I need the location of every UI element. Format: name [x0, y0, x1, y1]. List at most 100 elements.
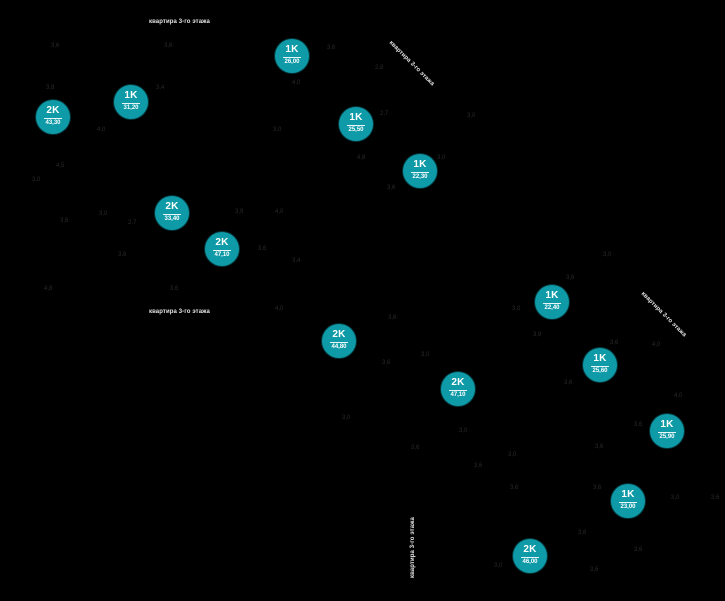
apartment-area: 46,00	[522, 559, 538, 565]
apartment-badge[interactable]: 1K 25,90	[650, 414, 684, 448]
badge-divider	[347, 125, 365, 126]
badge-divider	[411, 172, 429, 173]
section-label: квартира 3-го этажа	[410, 517, 416, 578]
dimension-label: 3,0	[512, 306, 521, 312]
dimension-label: 3,6	[593, 485, 602, 491]
dimension-label: 4,0	[97, 127, 106, 133]
apartment-badge[interactable]: 2K 47,10	[441, 372, 475, 406]
apartment-rooms: 1K	[621, 489, 635, 500]
badge-divider	[658, 432, 676, 433]
apartment-area: 47,10	[450, 392, 466, 398]
dimension-label: 4,0	[275, 306, 284, 312]
section-label: квартира 3-го этажа	[149, 19, 210, 25]
dimension-label: 2,7	[128, 220, 137, 226]
badge-divider	[591, 366, 609, 367]
dimension-label: 4,0	[275, 209, 284, 215]
dimension-label: 3,8	[46, 85, 55, 91]
apartment-area: 25,60	[592, 368, 608, 374]
apartment-rooms: 2K	[46, 105, 60, 116]
dimension-label: 3,6	[634, 547, 643, 553]
dimension-label: 3,0	[342, 415, 351, 421]
dimension-label: 3,6	[170, 286, 179, 292]
apartment-rooms: 1K	[413, 159, 427, 170]
apartment-area: 25,90	[659, 434, 675, 440]
dimension-label: 3,0	[421, 352, 430, 358]
apartment-badge[interactable]: 2K 43,30	[36, 100, 70, 134]
apartment-area: 25,50	[348, 127, 364, 133]
apartment-rooms: 1K	[545, 290, 559, 301]
dimension-label: 3,0	[603, 252, 612, 258]
dimension-label: 3,0	[459, 428, 468, 434]
dimension-label: 4,0	[652, 342, 661, 348]
apartment-area: 23,00	[620, 504, 636, 510]
dimension-label: 3,0	[508, 452, 517, 458]
apartment-area: 22,40	[544, 305, 560, 311]
dimension-label: 3,9	[533, 332, 542, 338]
dimension-label: 2,8	[375, 65, 384, 71]
apartment-badge[interactable]: 2K 33,40	[155, 196, 189, 230]
badge-divider	[521, 557, 539, 558]
apartment-badge[interactable]: 2K 46,00	[513, 539, 547, 573]
apartment-badge[interactable]: 2K 47,10	[205, 232, 239, 266]
dimension-label: 3,6	[387, 185, 396, 191]
badge-divider	[122, 103, 140, 104]
dimension-label: 4,5	[56, 163, 65, 169]
dimension-label: 3,6	[327, 45, 336, 51]
dimension-label: 3,6	[258, 246, 267, 252]
dimension-label: 3,0	[494, 563, 503, 569]
apartment-rooms: 2K	[332, 329, 346, 340]
section-label: квартира 3-го этажа	[149, 309, 210, 315]
apartment-rooms: 2K	[215, 237, 229, 248]
dimension-label: 4,8	[44, 286, 53, 292]
apartment-area: 43,30	[45, 120, 61, 126]
apartment-badge[interactable]: 1K 31,20	[114, 85, 148, 119]
dimension-label: 3,0	[671, 495, 680, 501]
apartment-badge[interactable]: 1K 25,60	[583, 348, 617, 382]
dimension-label: 3,6	[411, 445, 420, 451]
apartment-rooms: 2K	[165, 201, 179, 212]
apartment-badge[interactable]: 1K 25,50	[339, 107, 373, 141]
dimension-label: 2,7	[380, 111, 389, 117]
dimension-label: 4,0	[292, 80, 301, 86]
section-label: квартира 3-го этажа	[639, 291, 688, 339]
dimension-label: 3,0	[32, 177, 41, 183]
dimension-label: 3,6	[474, 463, 483, 469]
dimension-label: 4,8	[357, 155, 366, 161]
badge-divider	[543, 303, 561, 304]
badge-divider	[213, 250, 231, 251]
apartment-area: 44,80	[331, 344, 347, 350]
dimension-label: 3,6	[164, 43, 173, 49]
dimension-label: 3,0	[99, 211, 108, 217]
dimension-label: 4,0	[674, 393, 683, 399]
dimension-label: 3,4	[156, 85, 165, 91]
dimension-label: 3,0	[273, 127, 282, 133]
apartment-rooms: 2K	[451, 377, 465, 388]
badge-divider	[283, 57, 301, 58]
apartment-area: 26,00	[284, 59, 300, 65]
dimension-label: 3,6	[564, 380, 573, 386]
dimension-label: 3,6	[388, 315, 397, 321]
dimension-label: 3,6	[578, 530, 587, 536]
apartment-badge[interactable]: 1K 22,40	[535, 285, 569, 319]
dimension-label: 3,6	[382, 360, 391, 366]
badge-divider	[44, 118, 62, 119]
apartment-badge[interactable]: 1K 23,00	[611, 484, 645, 518]
dimension-label: 3,6	[118, 252, 127, 258]
dimension-label: 3,0	[467, 113, 476, 119]
dimension-label: 3,6	[634, 422, 643, 428]
dimension-label: 3,6	[60, 218, 69, 224]
badge-divider	[163, 214, 181, 215]
apartment-rooms: 1K	[124, 90, 138, 101]
dimension-label: 3,4	[292, 258, 301, 264]
apartment-rooms: 1K	[660, 419, 674, 430]
dimension-label: 3,9	[235, 209, 244, 215]
badge-divider	[449, 390, 467, 391]
badge-divider	[330, 342, 348, 343]
apartment-area: 33,40	[164, 216, 180, 222]
dimension-label: 3,6	[595, 444, 604, 450]
apartment-rooms: 2K	[523, 544, 537, 555]
apartment-badge[interactable]: 2K 44,80	[322, 324, 356, 358]
apartment-badge[interactable]: 1K 22,30	[403, 154, 437, 188]
apartment-badge[interactable]: 1K 26,00	[275, 39, 309, 73]
